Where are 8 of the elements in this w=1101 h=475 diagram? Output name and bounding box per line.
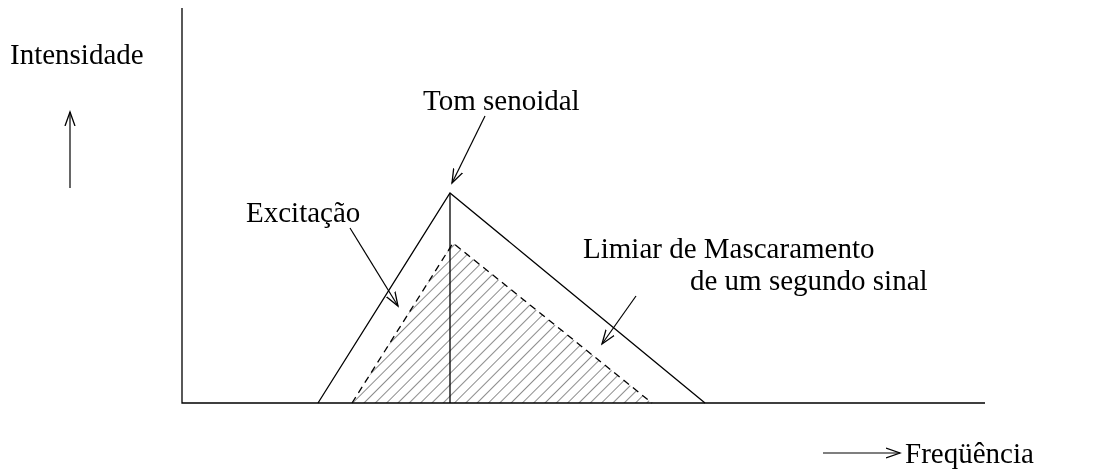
leader-line [451,115,486,184]
annotation-text: Tom senoidal [423,84,580,116]
axis-label: Freqüência [905,437,1034,469]
leader-line [349,227,399,307]
annotation-text: Limiar de Mascaramento de um segundo sinal [583,232,980,296]
annotation-text: Excitação [246,196,361,228]
axis-label: Intensidade [10,38,144,70]
leader-line [601,295,637,345]
